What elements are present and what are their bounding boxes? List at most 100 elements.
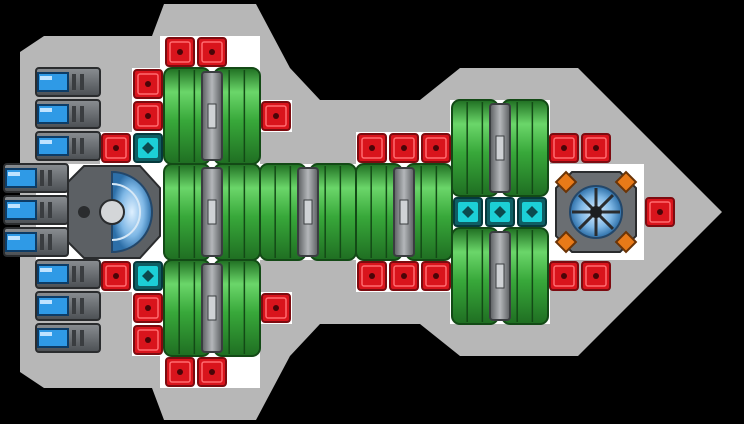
armor-bevel — [585, 265, 607, 287]
fuel-tank-icon[interactable] — [163, 163, 261, 261]
fuel-tank-icon[interactable] — [259, 163, 357, 261]
reactor-vent — [554, 170, 578, 194]
reactor-vent — [554, 230, 578, 254]
armor-block-icon[interactable] — [133, 325, 163, 355]
thruster-vent — [40, 170, 44, 186]
armor-rivet — [209, 369, 215, 375]
armor-rivet — [593, 145, 599, 151]
armor-bevel — [137, 297, 159, 319]
armor-rivet — [561, 145, 567, 151]
thruster-vent — [80, 266, 84, 282]
power-crystal-icon[interactable] — [453, 197, 483, 227]
armor-block-icon[interactable] — [133, 69, 163, 99]
bridge-hatch — [78, 206, 90, 218]
thruster-icon[interactable] — [35, 99, 101, 129]
armor-block-icon[interactable] — [261, 101, 291, 131]
command-bridge-icon[interactable] — [67, 165, 161, 259]
armor-bevel — [137, 329, 159, 351]
thruster-glow — [40, 76, 52, 80]
crystal-gem — [142, 142, 154, 154]
thruster-icon[interactable] — [35, 291, 101, 321]
fuel-tank-icon[interactable] — [355, 163, 453, 261]
armor-block-icon[interactable] — [421, 261, 451, 291]
thruster-glow — [40, 108, 52, 112]
thruster-icon[interactable] — [35, 67, 101, 97]
armor-block-icon[interactable] — [357, 133, 387, 163]
thruster-vent — [72, 266, 76, 282]
armor-block-icon[interactable] — [357, 261, 387, 291]
crystal-gem — [526, 206, 538, 218]
thruster-nozzle — [37, 264, 69, 284]
armor-rivet — [433, 273, 439, 279]
armor-rivet — [145, 337, 151, 343]
thruster-icon[interactable] — [35, 323, 101, 353]
armor-bevel — [265, 297, 287, 319]
pipe-valve — [303, 199, 313, 225]
thruster-nozzle — [37, 104, 69, 124]
armor-rivet — [177, 49, 183, 55]
armor-block-icon[interactable] — [197, 37, 227, 67]
armor-bevel — [553, 137, 575, 159]
thruster-icon[interactable] — [35, 259, 101, 289]
armor-block-icon[interactable] — [549, 261, 579, 291]
armor-block-icon[interactable] — [389, 261, 419, 291]
armor-block-icon[interactable] — [165, 357, 195, 387]
armor-block-icon[interactable] — [101, 261, 131, 291]
reactor-icon[interactable] — [554, 170, 638, 254]
power-crystal-icon[interactable] — [517, 197, 547, 227]
reactor-hub — [590, 206, 602, 218]
armor-rivet — [273, 113, 279, 119]
thruster-icon[interactable] — [3, 163, 69, 193]
power-crystal-icon[interactable] — [133, 261, 163, 291]
armor-bevel — [265, 105, 287, 127]
armor-bevel — [361, 137, 383, 159]
armor-block-icon[interactable] — [133, 101, 163, 131]
armor-rivet — [369, 273, 375, 279]
armor-block-icon[interactable] — [133, 293, 163, 323]
thruster-nozzle — [5, 168, 37, 188]
thruster-nozzle — [37, 296, 69, 316]
thruster-nozzle — [37, 72, 69, 92]
thruster-icon[interactable] — [35, 131, 101, 161]
armor-block-icon[interactable] — [261, 293, 291, 323]
armor-block-icon[interactable] — [645, 197, 675, 227]
thruster-glow — [40, 332, 52, 336]
armor-rivet — [369, 145, 375, 151]
armor-bevel — [553, 265, 575, 287]
thruster-glow — [40, 300, 52, 304]
crystal-gem — [494, 206, 506, 218]
armor-bevel — [201, 41, 223, 63]
fuel-tank-icon[interactable] — [163, 259, 261, 357]
pipe-valve — [207, 295, 217, 321]
armor-block-icon[interactable] — [389, 133, 419, 163]
armor-bevel — [105, 137, 127, 159]
power-crystal-icon[interactable] — [485, 197, 515, 227]
bridge-canopy — [111, 170, 153, 254]
armor-rivet — [113, 145, 119, 151]
armor-block-icon[interactable] — [581, 133, 611, 163]
thruster-vent — [40, 202, 44, 218]
armor-block-icon[interactable] — [165, 37, 195, 67]
fuel-tank-icon[interactable] — [451, 99, 549, 197]
armor-rivet — [561, 273, 567, 279]
armor-block-icon[interactable] — [421, 133, 451, 163]
thruster-vent — [72, 330, 76, 346]
thruster-icon[interactable] — [3, 227, 69, 257]
armor-block-icon[interactable] — [581, 261, 611, 291]
thruster-icon[interactable] — [3, 195, 69, 225]
armor-block-icon[interactable] — [549, 133, 579, 163]
armor-bevel — [393, 265, 415, 287]
armor-bevel — [169, 41, 191, 63]
fuel-tank-icon[interactable] — [163, 67, 261, 165]
armor-rivet — [177, 369, 183, 375]
reactor-vent — [614, 170, 638, 194]
armor-block-icon[interactable] — [101, 133, 131, 163]
power-crystal-icon[interactable] — [133, 133, 163, 163]
bridge-seat — [99, 199, 125, 225]
armor-rivet — [145, 81, 151, 87]
armor-block-icon[interactable] — [197, 357, 227, 387]
fuel-tank-icon[interactable] — [451, 227, 549, 325]
armor-bevel — [169, 361, 191, 383]
